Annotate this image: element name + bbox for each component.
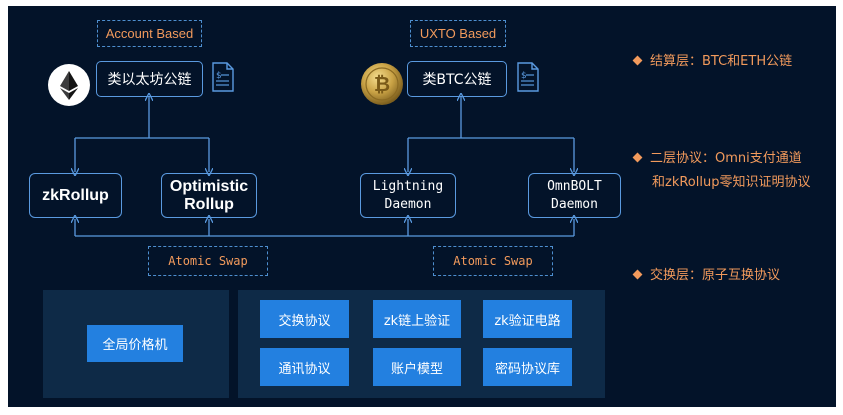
modules-panel: 交换协议 zk链上验证 zk验证电路 通讯协议 账户模型 密码协议库	[238, 290, 605, 398]
module-zk-verify-circuit: zk验证电路	[483, 300, 572, 338]
architecture-diagram: Account Based UXTO Based 类以太坊公链 $	[8, 6, 836, 407]
global-price-panel: 全局价格机	[43, 290, 229, 398]
svg-text:$: $	[216, 71, 222, 81]
legend-settlement-layer: 结算层：BTC和ETH公链	[632, 50, 793, 74]
document-icon: $	[211, 62, 235, 92]
document-icon: $	[516, 62, 540, 92]
account-based-label: Account Based	[97, 20, 202, 47]
optimistic-rollup-box: Optimistic Rollup	[161, 173, 257, 218]
eth-like-chain-box: 类以太坊公链	[96, 61, 203, 97]
atomic-swap-label-left: Atomic Swap	[148, 246, 268, 276]
module-exchange-protocol: 交换协议	[260, 300, 349, 338]
legend-layer2-protocol: 二层协议：Omni支付通道 和zkRollup零知识证明协议	[632, 147, 811, 195]
legend-text: 二层协议：Omni支付通道	[650, 151, 802, 166]
svg-text:₿: ₿	[374, 72, 390, 96]
diamond-bullet-icon	[632, 152, 643, 163]
legend-text: 结算层：BTC和ETH公链	[650, 54, 793, 69]
module-communication-protocol: 通讯协议	[260, 348, 349, 386]
bitcoin-coin-icon: ₿	[360, 62, 404, 106]
ethereum-logo-icon	[48, 64, 90, 106]
module-crypto-library: 密码协议库	[483, 348, 572, 386]
uxto-based-label: UXTO Based	[410, 20, 506, 47]
diamond-bullet-icon	[632, 269, 643, 280]
omnibolt-daemon-box: OmnBOLT Daemon	[528, 173, 621, 218]
legend-exchange-layer: 交换层：原子互换协议	[632, 264, 781, 288]
legend-text-continued: 和zkRollup零知识证明协议	[652, 175, 811, 190]
atomic-swap-label-right: Atomic Swap	[433, 246, 553, 276]
module-account-model: 账户模型	[373, 348, 461, 386]
legend-text: 交换层：原子互换协议	[650, 268, 781, 283]
connector-lines	[8, 6, 836, 237]
svg-text:$: $	[521, 71, 527, 81]
btc-like-chain-box: 类BTC公链	[407, 61, 507, 97]
diamond-bullet-icon	[632, 55, 643, 66]
zkrollup-box: zkRollup	[29, 173, 122, 218]
module-zk-onchain-verify: zk链上验证	[373, 300, 461, 338]
lightning-daemon-box: Lightning Daemon	[360, 173, 456, 218]
global-price-engine: 全局价格机	[87, 325, 183, 362]
